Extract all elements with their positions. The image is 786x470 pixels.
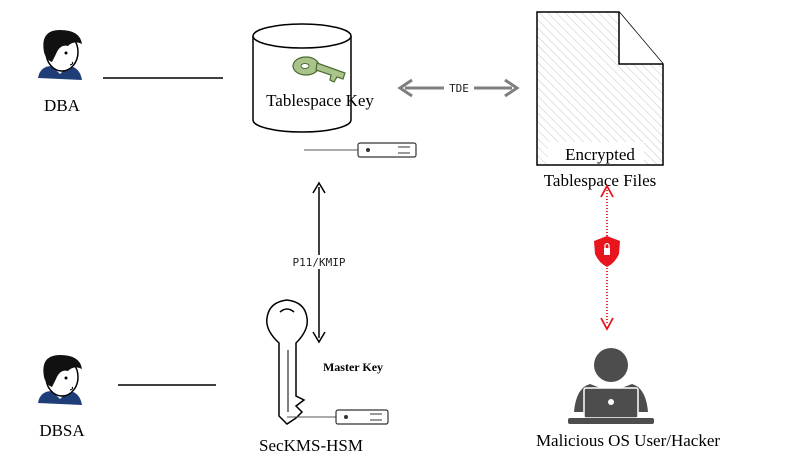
tde-label: TDE [449, 82, 469, 95]
p11-kmip-arrow [290, 181, 348, 344]
hacker-laptop-icon [568, 348, 654, 424]
dba-person-icon [38, 30, 82, 80]
dbsa-person-icon [38, 355, 82, 405]
master-key-label: Master Key [323, 360, 383, 374]
document-icon [536, 11, 664, 166]
tablespace-key-icon [292, 56, 346, 83]
tde-arrow [397, 78, 520, 98]
dba-label: DBA [44, 96, 81, 115]
dbsa-label: DBSA [39, 421, 85, 440]
master-key-icon [266, 299, 309, 425]
hsm-label: SecKMS-HSM [259, 436, 363, 455]
usb-token-icon [357, 142, 417, 158]
database-cylinder-icon [252, 23, 352, 133]
shield-icon [594, 236, 620, 267]
tablespace-key-label: Tablespace Key [266, 91, 374, 110]
encrypted-files-line1: Encrypted [565, 145, 635, 164]
p11-kmip-label: P11/KMIP [293, 256, 346, 269]
hsm-token-icon [335, 409, 389, 425]
encrypted-files-line2: Tablespace Files [544, 171, 657, 190]
hacker-label: Malicious OS User/Hacker [536, 431, 720, 450]
